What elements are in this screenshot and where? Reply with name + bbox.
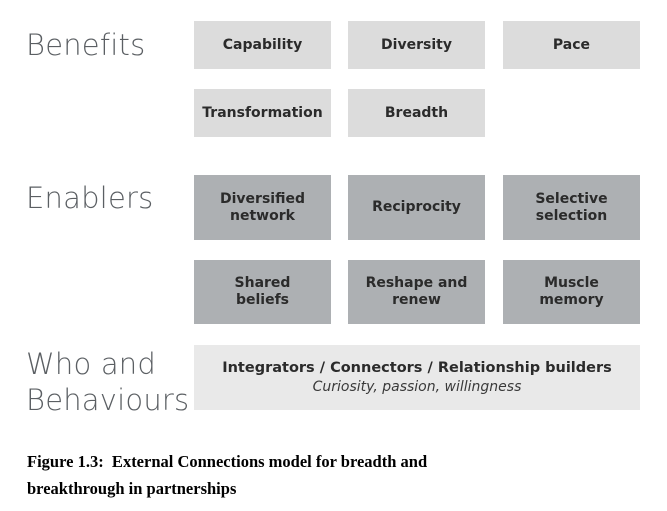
enabler-box-shared-beliefs: Shared beliefs: [194, 260, 331, 324]
benefit-box-pace: Pace: [503, 21, 640, 69]
enabler-box-muscle-memory: Muscle memory: [503, 260, 640, 324]
enabler-box-reciprocity: Reciprocity: [348, 175, 485, 240]
row-label-benefits: Benefits: [26, 28, 146, 62]
enabler-box-diversified-network: Diversified network: [194, 175, 331, 240]
figure-caption: Figure 1.3: External Connections model f…: [27, 448, 627, 502]
figure-caption-line-1: Figure 1.3: External Connections model f…: [27, 452, 428, 471]
banner-primary-text: Integrators / Connectors / Relationship …: [222, 359, 612, 376]
row-label-who-and-behaviours: Who and Behaviours: [26, 347, 190, 417]
enabler-box-reshape-and-renew: Reshape and renew: [348, 260, 485, 324]
figure-caption-line-2: breakthrough in partnerships: [27, 479, 237, 498]
who-and-behaviours-banner: Integrators / Connectors / Relationship …: [194, 345, 640, 410]
row-label-enablers: Enablers: [26, 181, 154, 215]
benefit-box-diversity: Diversity: [348, 21, 485, 69]
enabler-box-selective-selection: Selective selection: [503, 175, 640, 240]
banner-secondary-text: Curiosity, passion, willingness: [312, 378, 522, 395]
benefit-box-breadth: Breadth: [348, 89, 485, 137]
benefit-box-capability: Capability: [194, 21, 331, 69]
benefit-box-transformation: Transformation: [194, 89, 331, 137]
